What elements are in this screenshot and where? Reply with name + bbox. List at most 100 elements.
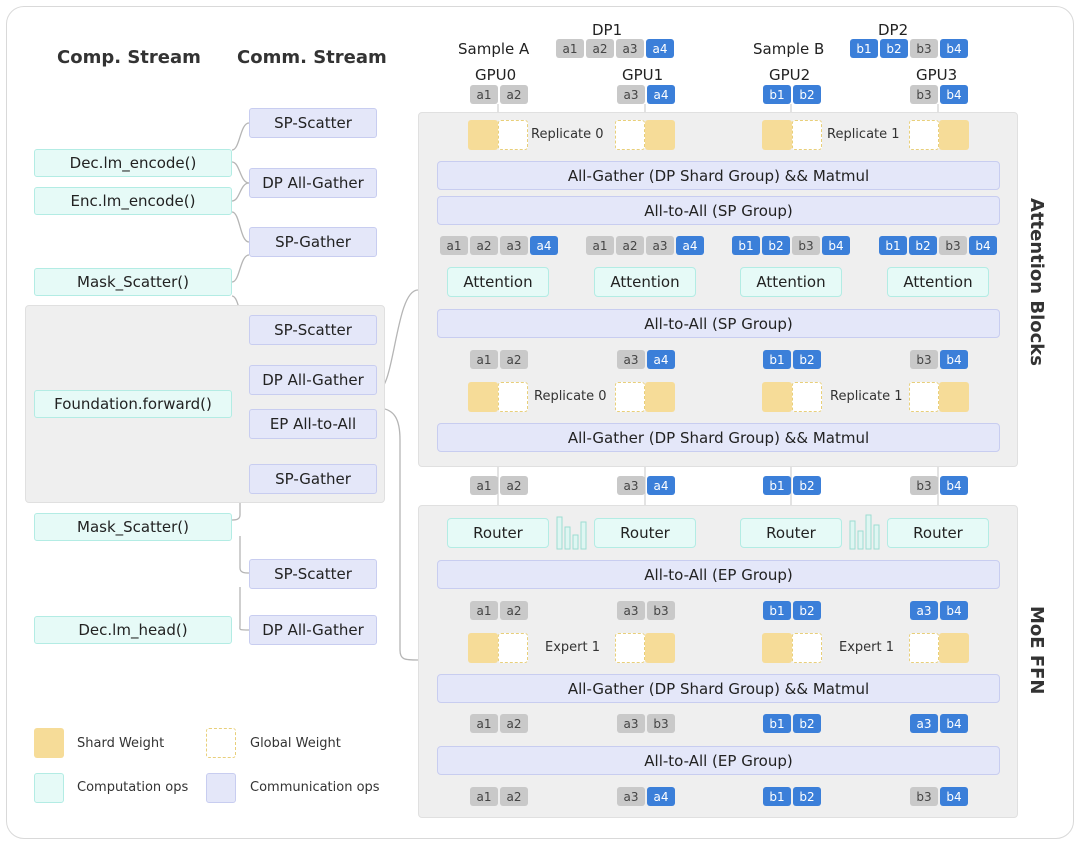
dp-all-gather-op-3: DP All-Gather	[249, 615, 377, 645]
chip: b2	[793, 85, 821, 104]
sample-b-label: Sample B	[753, 40, 825, 58]
chip: a3	[617, 787, 645, 806]
dp1-label: DP1	[592, 21, 623, 39]
replicate-0-label: Replicate 0	[534, 389, 607, 404]
global-weight	[909, 633, 939, 663]
enc-lm-encode-op: Enc.lm_encode()	[34, 187, 232, 215]
sp-gather-op-1: SP-Gather	[249, 227, 377, 257]
chip: a4	[646, 39, 674, 58]
ep-all-to-all-op: EP All-to-All	[249, 409, 377, 439]
chip: b3	[792, 236, 820, 255]
chip: a3	[646, 236, 674, 255]
chip: a1	[440, 236, 468, 255]
global-weight	[615, 120, 645, 150]
all-gather-matmul-bar-3: All-Gather (DP Shard Group) && Matmul	[437, 674, 1000, 703]
chip: a2	[616, 236, 644, 255]
expert-1-label: Expert 1	[545, 640, 601, 655]
router-op-gpu2: Router	[740, 518, 842, 548]
replicate-0-label: Replicate 0	[531, 127, 604, 142]
legend-computation-swatch	[34, 773, 64, 803]
shard-weight	[762, 120, 792, 150]
shard-weight	[645, 382, 675, 412]
shard-weight	[468, 633, 498, 663]
sample-a-label: Sample A	[458, 40, 530, 58]
chip: a4	[647, 350, 675, 369]
legend-communication-label: Communication ops	[250, 780, 380, 795]
global-weight	[792, 633, 822, 663]
chip: b3	[910, 39, 938, 58]
chip: b4	[940, 85, 968, 104]
global-weight	[615, 633, 645, 663]
attention-op-gpu1: Attention	[594, 267, 696, 297]
dp1-chip-group: a1 a2 a3 a4	[556, 39, 674, 58]
mask-scatter-op-2: Mask_Scatter()	[34, 513, 232, 541]
foundation-forward-op: Foundation.forward()	[34, 390, 232, 418]
chip: a4	[647, 476, 675, 495]
replicate-1-label: Replicate 1	[827, 127, 900, 142]
attention-op-gpu0: Attention	[447, 267, 549, 297]
chip: b4	[940, 39, 968, 58]
chip: b2	[793, 787, 821, 806]
sp-scatter-op-2: SP-Scatter	[249, 315, 377, 345]
chip: a3	[910, 601, 938, 620]
chip: a1	[470, 714, 498, 733]
shard-weight	[939, 120, 969, 150]
chip: b3	[910, 787, 938, 806]
chip: b2	[793, 714, 821, 733]
chip: b1	[763, 350, 791, 369]
shard-weight	[762, 633, 792, 663]
sp-gather-op-2: SP-Gather	[249, 464, 377, 494]
shard-weight	[939, 633, 969, 663]
gpu2-label: GPU2	[769, 66, 811, 84]
shard-weight	[645, 633, 675, 663]
chip: b4	[969, 236, 997, 255]
sp-scatter-op-1: SP-Scatter	[249, 108, 377, 138]
chip: b1	[763, 85, 791, 104]
gpu3-label: GPU3	[916, 66, 958, 84]
chip: b2	[793, 350, 821, 369]
chip: a2	[500, 601, 528, 620]
chip: a2	[500, 85, 528, 104]
global-weight	[909, 120, 939, 150]
chip: b3	[910, 350, 938, 369]
chip: b1	[732, 236, 760, 255]
legend-global-swatch	[206, 728, 236, 758]
chip: a4	[647, 787, 675, 806]
chip: a1	[470, 85, 498, 104]
sp-scatter-op-3: SP-Scatter	[249, 559, 377, 589]
chip: a3	[617, 714, 645, 733]
global-weight	[792, 120, 822, 150]
legend-shard-swatch	[34, 728, 64, 758]
attention-op-gpu3: Attention	[887, 267, 989, 297]
dec-lm-head-op: Dec.lm_head()	[34, 616, 232, 644]
chip: a2	[586, 39, 614, 58]
shard-weight	[939, 382, 969, 412]
chip: a2	[470, 236, 498, 255]
shard-weight	[762, 382, 792, 412]
global-weight	[792, 382, 822, 412]
chip: a1	[470, 787, 498, 806]
router-histogram-icon	[556, 516, 587, 550]
chip: b4	[940, 601, 968, 620]
global-weight	[498, 633, 528, 663]
chip: b3	[910, 85, 938, 104]
chip: a2	[500, 787, 528, 806]
chip: a3	[616, 39, 644, 58]
attention-op-gpu2: Attention	[740, 267, 842, 297]
dp2-chip-group: b1 b2 b3 b4	[850, 39, 968, 58]
